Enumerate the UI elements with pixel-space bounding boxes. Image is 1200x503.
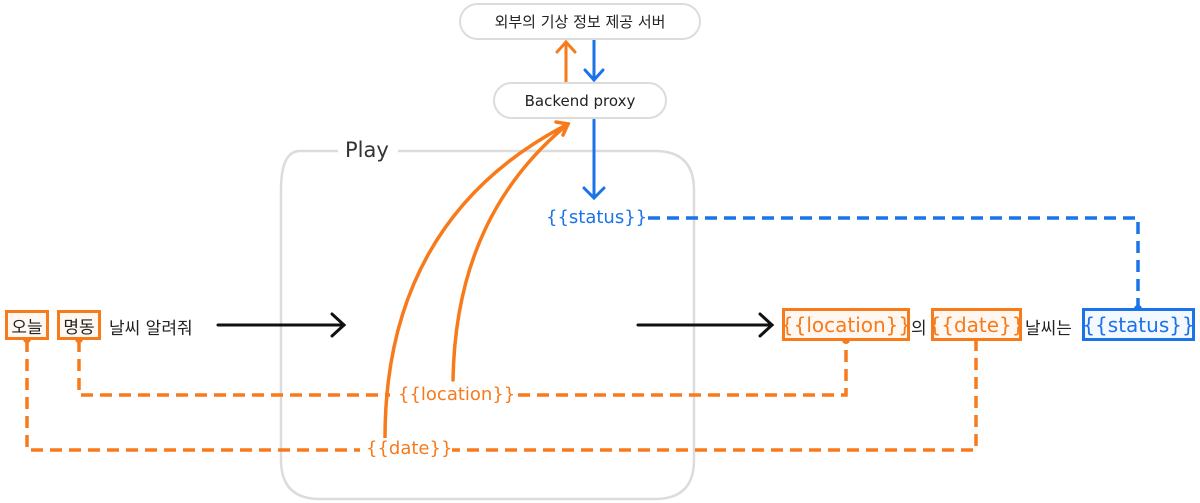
location-variable: {{location}} <box>398 384 516 405</box>
status-arrow <box>582 118 606 201</box>
output-joiner-1: 의 <box>911 319 927 339</box>
output-location: {{location}} <box>781 308 911 341</box>
curve-arrowhead <box>554 120 571 137</box>
location-connector <box>77 340 848 397</box>
date-curve <box>383 122 570 440</box>
play-title: Play <box>345 138 389 162</box>
status-variable: {{status}} <box>546 207 648 228</box>
input-token-location: 명동 <box>57 310 101 340</box>
output-date: {{date}} <box>929 308 1025 341</box>
output-joiner-2: 날씨는 <box>1025 319 1072 339</box>
date-variable: {{date}} <box>366 438 453 459</box>
input-text-rest: 날씨 알려줘 <box>109 319 193 339</box>
output-arrow <box>636 312 775 338</box>
date-connector <box>25 340 978 452</box>
request-arrow <box>555 39 577 84</box>
response-arrow <box>583 38 605 83</box>
backend-proxy-node: Backend proxy <box>493 82 667 119</box>
location-curve <box>451 122 570 382</box>
status-connector <box>648 216 1140 308</box>
variable-curves <box>383 120 571 440</box>
output-status: {{status}} <box>1082 308 1195 341</box>
input-token-date: 오늘 <box>5 310 49 340</box>
play-container <box>279 149 696 501</box>
weather-server-node: 외부의 기상 정보 제공 서버 <box>459 3 701 40</box>
input-arrow <box>216 312 347 338</box>
